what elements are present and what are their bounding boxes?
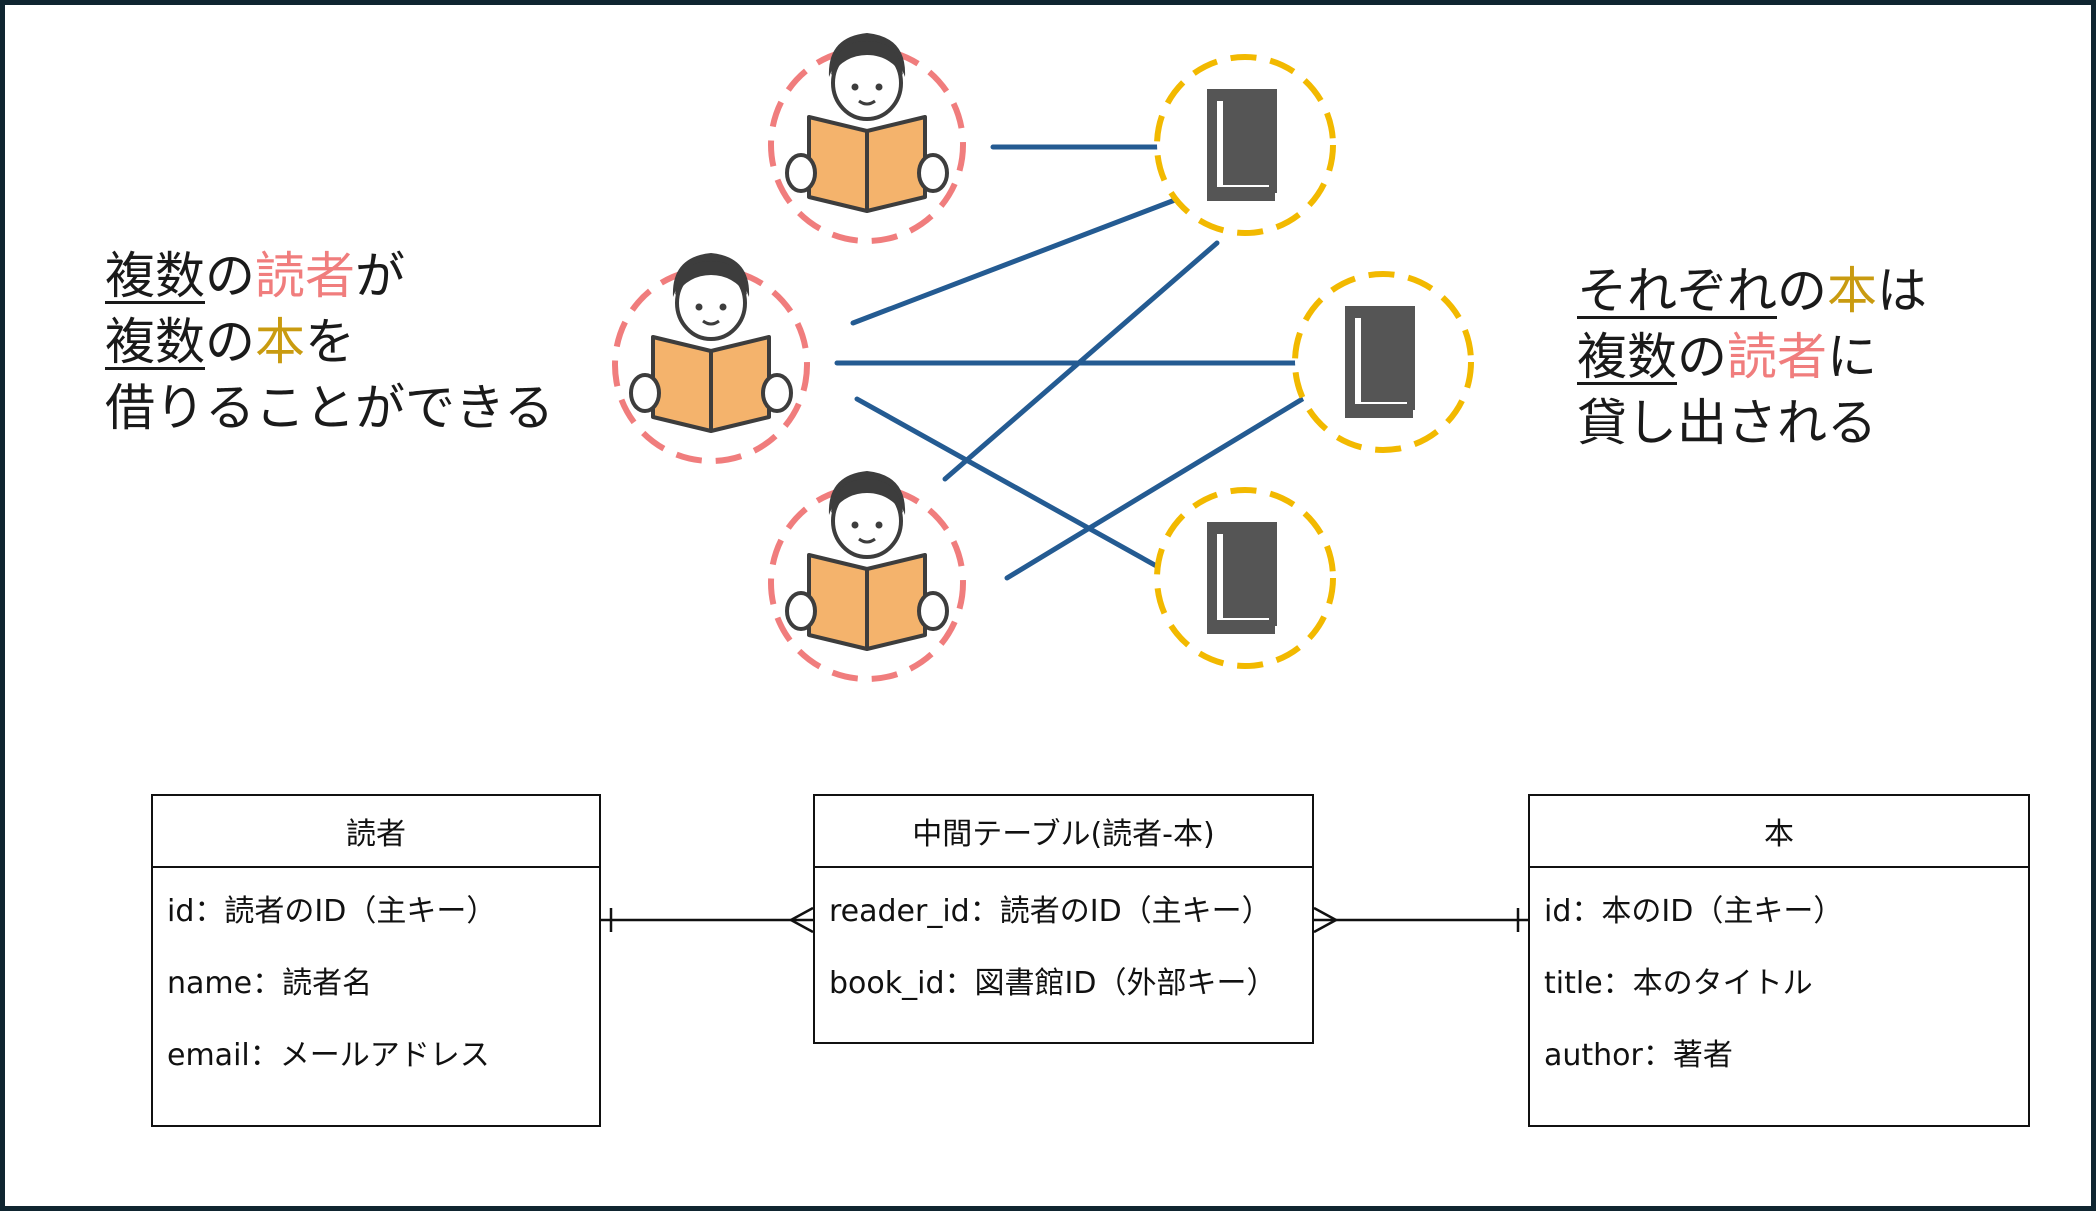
left-caption-line-2: 複数の本を bbox=[105, 309, 554, 375]
reader-node bbox=[612, 251, 810, 464]
many-to-many-illustration bbox=[601, 31, 1528, 934]
entity-junction-title: 中間テーブル(読者-本) bbox=[815, 796, 1312, 868]
book-node bbox=[1154, 487, 1336, 669]
particle: を bbox=[305, 313, 355, 371]
book-word: 本 bbox=[255, 313, 305, 371]
right-caption: それぞれの本は 複数の読者に 貸し出される bbox=[1577, 258, 1927, 456]
particle: の bbox=[205, 247, 255, 305]
entity-reader: 読者 id：読者のID（主キー） name：読者名 email：メールアドレス bbox=[151, 794, 601, 1127]
particle: の bbox=[1677, 328, 1727, 386]
left-caption-line-3: 借りることができる bbox=[105, 379, 554, 437]
attribute-book-id: book_id：図書館ID（外部キー） bbox=[829, 966, 1277, 1001]
attribute-author: author：著者 bbox=[1544, 1038, 1733, 1073]
attribute-id: id：本のID（主キー） bbox=[1544, 894, 1844, 929]
er-connector-junction-book bbox=[1313, 906, 1528, 934]
many-word: 複数 bbox=[105, 313, 205, 371]
entity-reader-title: 読者 bbox=[153, 796, 599, 868]
book-node bbox=[1292, 271, 1474, 453]
attribute-reader-id: reader_id：読者のID（主キー） bbox=[829, 894, 1272, 929]
entity-book: 本 id：本のID（主キー） title：本のタイトル author：著者 bbox=[1528, 794, 2030, 1127]
link-lines bbox=[834, 144, 1312, 586]
reader-node bbox=[768, 31, 966, 244]
particle: の bbox=[1777, 262, 1827, 320]
link-line bbox=[1004, 392, 1312, 581]
book-icon bbox=[1207, 522, 1277, 634]
book-node bbox=[1154, 54, 1336, 236]
attribute-name: name：読者名 bbox=[167, 966, 373, 1001]
particle: の bbox=[205, 313, 255, 371]
right-caption-line-3: 貸し出される bbox=[1577, 394, 1877, 452]
reader-word: 読者 bbox=[255, 247, 355, 305]
particle: が bbox=[355, 247, 405, 305]
right-caption-line-2: 複数の読者に bbox=[1577, 324, 1927, 390]
many-word: 複数 bbox=[105, 247, 205, 305]
particle: は bbox=[1877, 262, 1927, 320]
left-caption: 複数の読者が 複数の本を 借りることができる bbox=[105, 243, 554, 441]
entity-book-attributes: id：本のID（主キー） title：本のタイトル author：著者 bbox=[1530, 868, 2028, 1100]
each-word: それぞれ bbox=[1577, 262, 1777, 320]
book-icon bbox=[1345, 306, 1415, 418]
attribute-email: email：メールアドレス bbox=[167, 1038, 490, 1073]
right-caption-line-1: それぞれの本は bbox=[1577, 258, 1927, 324]
entity-junction: 中間テーブル(読者-本) reader_id：読者のID（主キー） book_i… bbox=[813, 794, 1314, 1044]
attribute-title: title：本のタイトル bbox=[1544, 966, 1813, 1001]
er-connector-reader-junction bbox=[601, 906, 814, 934]
many-word: 複数 bbox=[1577, 328, 1677, 386]
book-icon bbox=[1207, 89, 1277, 201]
book-word: 本 bbox=[1827, 262, 1877, 320]
particle: に bbox=[1827, 328, 1877, 386]
reader-node bbox=[768, 469, 966, 682]
link-line bbox=[850, 192, 1191, 326]
link-line bbox=[942, 240, 1220, 482]
entity-reader-attributes: id：読者のID（主キー） name：読者名 email：メールアドレス bbox=[153, 868, 599, 1100]
attribute-id: id：読者のID（主キー） bbox=[167, 894, 497, 929]
entity-junction-attributes: reader_id：読者のID（主キー） book_id：図書館ID（外部キー） bbox=[815, 868, 1312, 1028]
reader-nodes bbox=[612, 31, 966, 682]
left-caption-line-1: 複数の読者が bbox=[105, 243, 554, 309]
reader-word: 読者 bbox=[1727, 328, 1827, 386]
entity-book-title: 本 bbox=[1530, 796, 2028, 868]
book-nodes bbox=[1154, 54, 1474, 669]
link-line bbox=[854, 396, 1190, 586]
